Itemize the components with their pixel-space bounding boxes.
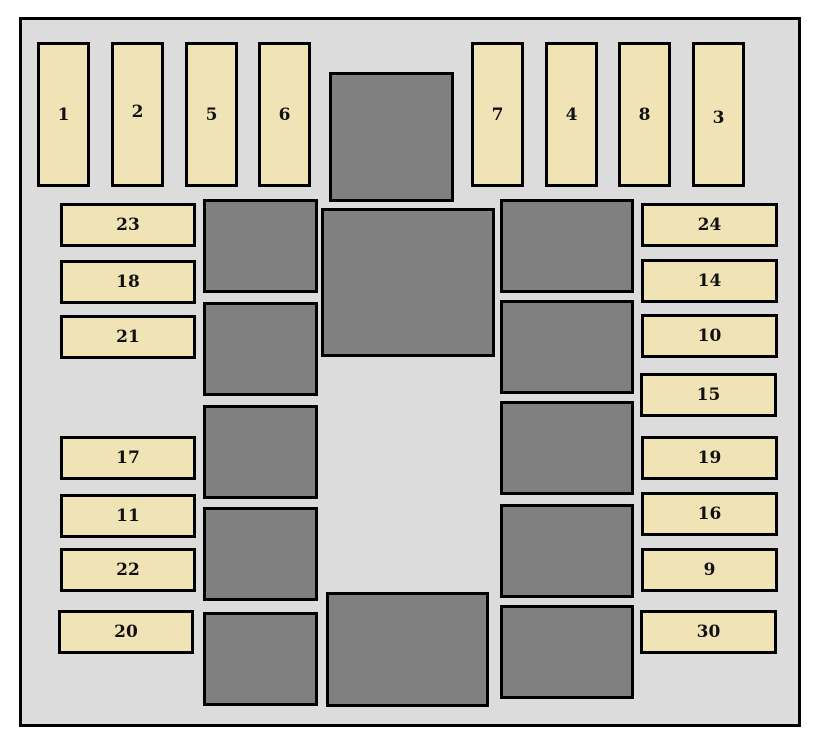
fuse-24: 24 <box>641 203 778 247</box>
fuse-14: 14 <box>641 259 778 303</box>
relay-right-2 <box>500 300 634 394</box>
fuse-7: 7 <box>471 42 524 187</box>
fuse-9: 9 <box>641 548 778 592</box>
relay-left-5 <box>203 612 318 706</box>
relay-left-3 <box>203 405 318 499</box>
fuse-10: 10 <box>641 314 778 358</box>
fuse-4: 4 <box>545 42 598 187</box>
fuse-30: 30 <box>640 610 777 654</box>
fuse-1: 1 <box>37 42 90 187</box>
fuse-8: 8 <box>618 42 671 187</box>
relay-center-large <box>321 208 495 357</box>
fuse-11: 11 <box>60 494 196 538</box>
relay-right-3 <box>500 401 634 495</box>
fuse-3: 3 <box>692 42 745 187</box>
fuse-18: 18 <box>60 260 196 304</box>
relay-right-1 <box>500 199 634 293</box>
relay-left-1 <box>203 199 318 293</box>
fuse-2: 2 <box>111 42 164 187</box>
relay-right-4 <box>500 504 634 598</box>
relay-left-4 <box>203 507 318 601</box>
fuse-5: 5 <box>185 42 238 187</box>
fuse-6: 6 <box>258 42 311 187</box>
fuse-19: 19 <box>641 436 778 480</box>
relay-right-5 <box>500 605 634 699</box>
fuse-17: 17 <box>60 436 196 480</box>
fuse-22: 22 <box>60 548 196 592</box>
fuse-16: 16 <box>641 492 778 536</box>
relay-left-2 <box>203 302 318 396</box>
fuse-20: 20 <box>58 610 194 654</box>
fuse-21: 21 <box>60 315 196 359</box>
fuse-15: 15 <box>640 373 777 417</box>
relay-top-center <box>329 72 454 202</box>
fuse-23: 23 <box>60 203 196 247</box>
relay-bottom-center <box>326 592 489 707</box>
